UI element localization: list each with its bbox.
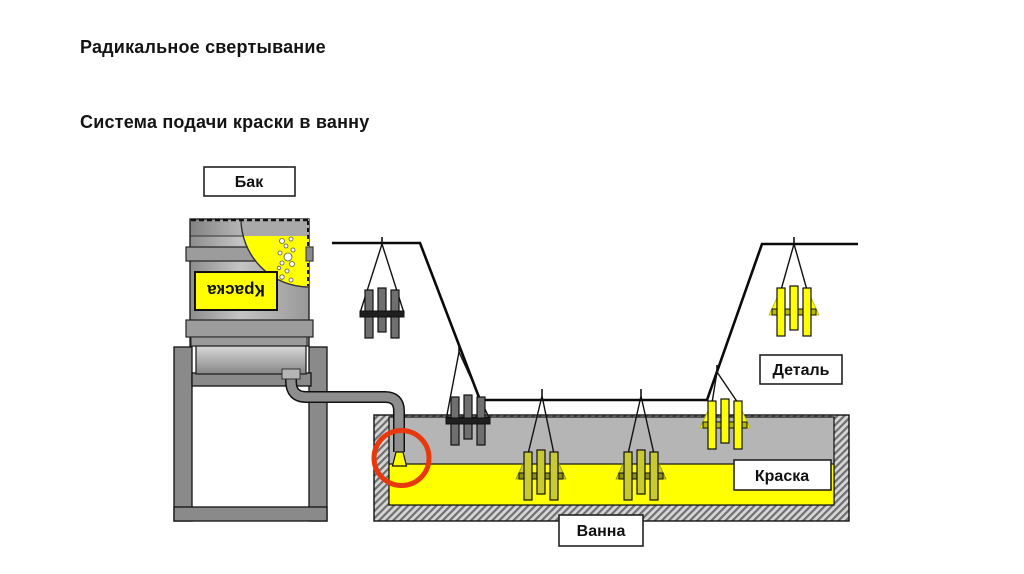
part-bar [802, 287, 812, 337]
part-bar [536, 449, 546, 495]
part-crossbar [359, 310, 405, 318]
paint-bubble [276, 265, 282, 271]
hanger-wire [541, 395, 555, 455]
part-bar [789, 285, 799, 331]
stand-left-post [173, 346, 193, 522]
hanger-wire [445, 351, 460, 421]
paint-bubble [284, 268, 290, 274]
part-hanger-3 [515, 389, 567, 501]
part-bar [707, 400, 717, 450]
paint-bubble [288, 277, 294, 283]
part-bar [636, 449, 646, 495]
pipe-outlet-fitting [281, 368, 301, 380]
part-bar [463, 394, 473, 440]
part-hanger-2 [445, 345, 491, 446]
hanger-wire [780, 243, 795, 291]
hanger-wire [716, 371, 739, 404]
barrel-neck [190, 336, 308, 347]
conveyor-line [332, 241, 858, 402]
part-hanger-6 [768, 237, 820, 337]
part-bar [549, 451, 559, 501]
stand-right-post [308, 346, 328, 522]
part-bar [649, 451, 659, 501]
label-part: Деталь [759, 354, 843, 385]
tank-stand [173, 346, 328, 522]
slide-title: Радикальное свертывание [80, 37, 326, 57]
hanger-wire [640, 395, 655, 455]
label-bath: Ванна [558, 514, 644, 547]
barrel-cutaway-arc [240, 218, 310, 288]
part-bar [720, 398, 730, 444]
paint-bubble [289, 261, 295, 267]
parts-layer [359, 237, 820, 501]
paint-bubble [290, 247, 296, 253]
paint-bubble [283, 243, 289, 249]
hanger-wire [793, 243, 808, 291]
part-bar [733, 400, 743, 450]
paint-barrel: Краска [185, 218, 314, 375]
barrel-bottom-band [185, 319, 314, 338]
feed-pipe [281, 368, 408, 467]
hanger-wire [359, 243, 383, 314]
label-paint-bath: Краска [733, 459, 832, 491]
label-paint-bath-text: Краска [755, 468, 809, 485]
label-tank-text: Бак [235, 174, 264, 191]
hanger-wire [627, 395, 642, 455]
part-bar [776, 287, 786, 337]
part-hanger-1 [359, 237, 405, 339]
pipe-body [286, 373, 404, 452]
part-crossbar [445, 417, 491, 425]
paint-bubble [288, 236, 294, 242]
part-bar [623, 451, 633, 501]
hanger-wire [711, 371, 718, 404]
part-bar [377, 287, 387, 333]
paint-bubble [279, 274, 285, 280]
stand-bottom-beam [173, 506, 328, 522]
label-paint-bath-box [733, 459, 832, 491]
barrel-band-end-cap [305, 246, 314, 262]
paint-bubble [279, 260, 285, 266]
part-bar [523, 451, 533, 501]
slide-subtitle: Система подачи краски в ванну [80, 112, 370, 132]
paint-bubble [279, 238, 285, 244]
label-part-box [759, 354, 843, 385]
label-tank-box [203, 166, 296, 197]
barrel-cutaway-headspace [241, 219, 309, 236]
barrel-label-text: Краска [207, 281, 265, 300]
pipe-nozzle [391, 451, 408, 467]
nozzle-highlight-circle [371, 428, 432, 488]
part-hanger-4 [615, 389, 667, 501]
label-part-text: Деталь [772, 362, 829, 379]
label-tank: Бак [203, 166, 296, 197]
paint-bubble [283, 252, 293, 262]
label-bath-box [558, 514, 644, 547]
label-bath-text: Ванна [577, 523, 626, 540]
barrel-label-plate [194, 271, 278, 311]
hanger-wire [527, 395, 543, 455]
paint-bubble [277, 250, 283, 256]
hanger-wire [381, 243, 405, 314]
part-hanger-5 [699, 365, 751, 450]
